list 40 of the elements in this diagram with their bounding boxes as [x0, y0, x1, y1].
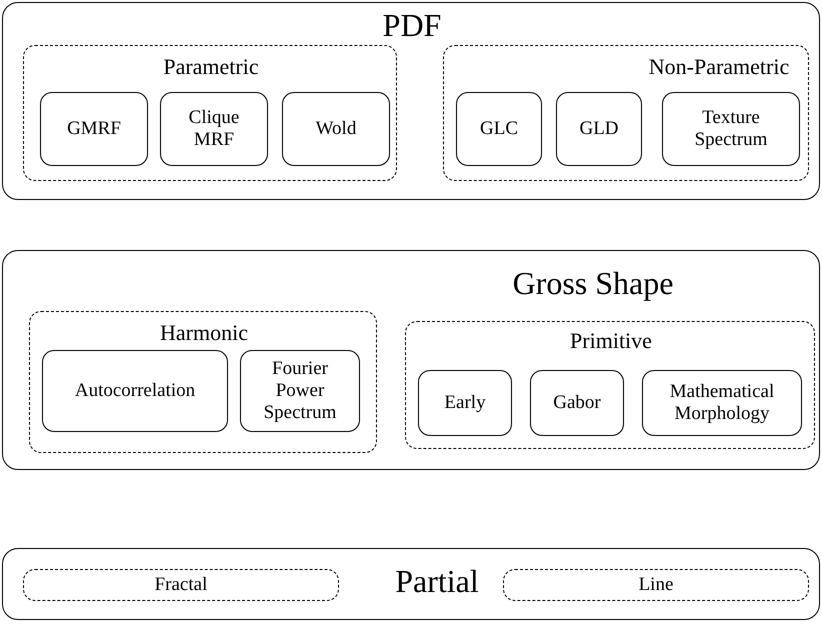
method-label: Fourier Power Spectrum [262, 358, 338, 424]
method-label: GLC [480, 118, 518, 140]
group-label: Harmonic [159, 322, 249, 344]
subgroup-box [29, 311, 377, 453]
method-label: GLD [579, 118, 619, 140]
category-title: Gross Shape [512, 267, 674, 299]
group-label: Non-Parametric [648, 56, 790, 78]
method-label: Wold [316, 118, 356, 140]
method-label: Fractal [154, 574, 208, 596]
method-label: Clique MRF [188, 107, 240, 151]
method-label: Texture Spectrum [694, 107, 768, 151]
method-label: Gabor [553, 392, 601, 414]
category-panel [2, 548, 820, 620]
subgroup-box [503, 569, 809, 601]
method-box [456, 92, 542, 166]
subgroup-box [23, 45, 397, 181]
subgroup-box [23, 569, 339, 601]
method-label: Mathematical Morphology [668, 381, 776, 425]
category-title: PDF [382, 9, 442, 41]
category-title: Partial [394, 565, 480, 597]
method-box [418, 370, 512, 436]
subgroup-box [405, 321, 815, 449]
method-label: Autocorrelation [74, 380, 196, 402]
group-label: Parametric [162, 56, 260, 78]
method-box [642, 370, 802, 436]
category-panel [2, 2, 820, 200]
method-label: Line [638, 574, 674, 596]
method-label: GMRF [67, 118, 121, 140]
method-box [40, 92, 148, 166]
method-box [530, 370, 624, 436]
group-label: Primitive [569, 330, 653, 352]
method-box [240, 350, 360, 432]
method-box [662, 92, 800, 166]
category-panel [2, 250, 820, 470]
method-box [160, 92, 268, 166]
method-label: Early [444, 392, 486, 414]
subgroup-box [443, 45, 809, 181]
method-box [556, 92, 642, 166]
method-box [282, 92, 390, 166]
method-box [42, 350, 228, 432]
